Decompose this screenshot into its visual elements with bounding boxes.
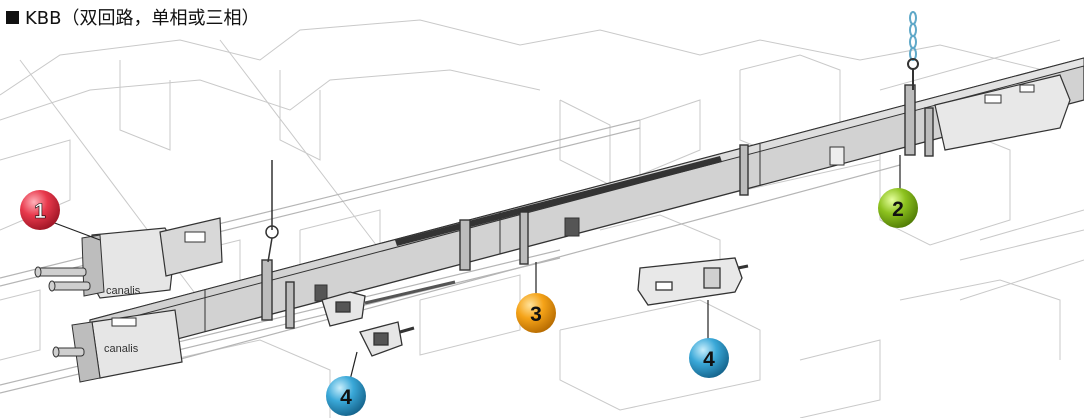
chain-hanger — [907, 11, 919, 90]
brand-label-lower: canalis — [104, 343, 139, 355]
suspension-clamps — [261, 84, 934, 329]
tap-off-unit-small — [359, 321, 415, 357]
badge-2-label: 2 — [892, 198, 904, 221]
tap-off-unit-right — [637, 257, 749, 306]
badge-1: 1 — [20, 190, 60, 230]
badge-3-label: 3 — [530, 303, 542, 326]
badge-2: 2 — [878, 188, 918, 228]
badge-1-label: 1 — [34, 200, 46, 223]
end-feed-unit-lower: canalis — [52, 309, 183, 383]
badge-4b: 4 — [326, 376, 366, 416]
rope-hanger — [265, 160, 279, 263]
leader-lines — [51, 155, 901, 381]
badge-4a: 4 — [689, 338, 729, 378]
end-feed-unit-upper: canalis — [34, 217, 223, 299]
badge-4b-label: 4 — [340, 386, 352, 409]
badge-4a-label: 4 — [703, 348, 715, 371]
title-square-icon — [6, 10, 19, 24]
busbar-trunk — [89, 57, 1084, 363]
brand-label-upper: canalis — [106, 285, 141, 297]
title-text: KBB（双回路，单相或三相） — [25, 8, 260, 29]
diagram-title: KBB（双回路，单相或三相） — [6, 4, 260, 30]
badge-3: 3 — [516, 293, 556, 333]
tap-off-unit-left — [321, 280, 456, 327]
